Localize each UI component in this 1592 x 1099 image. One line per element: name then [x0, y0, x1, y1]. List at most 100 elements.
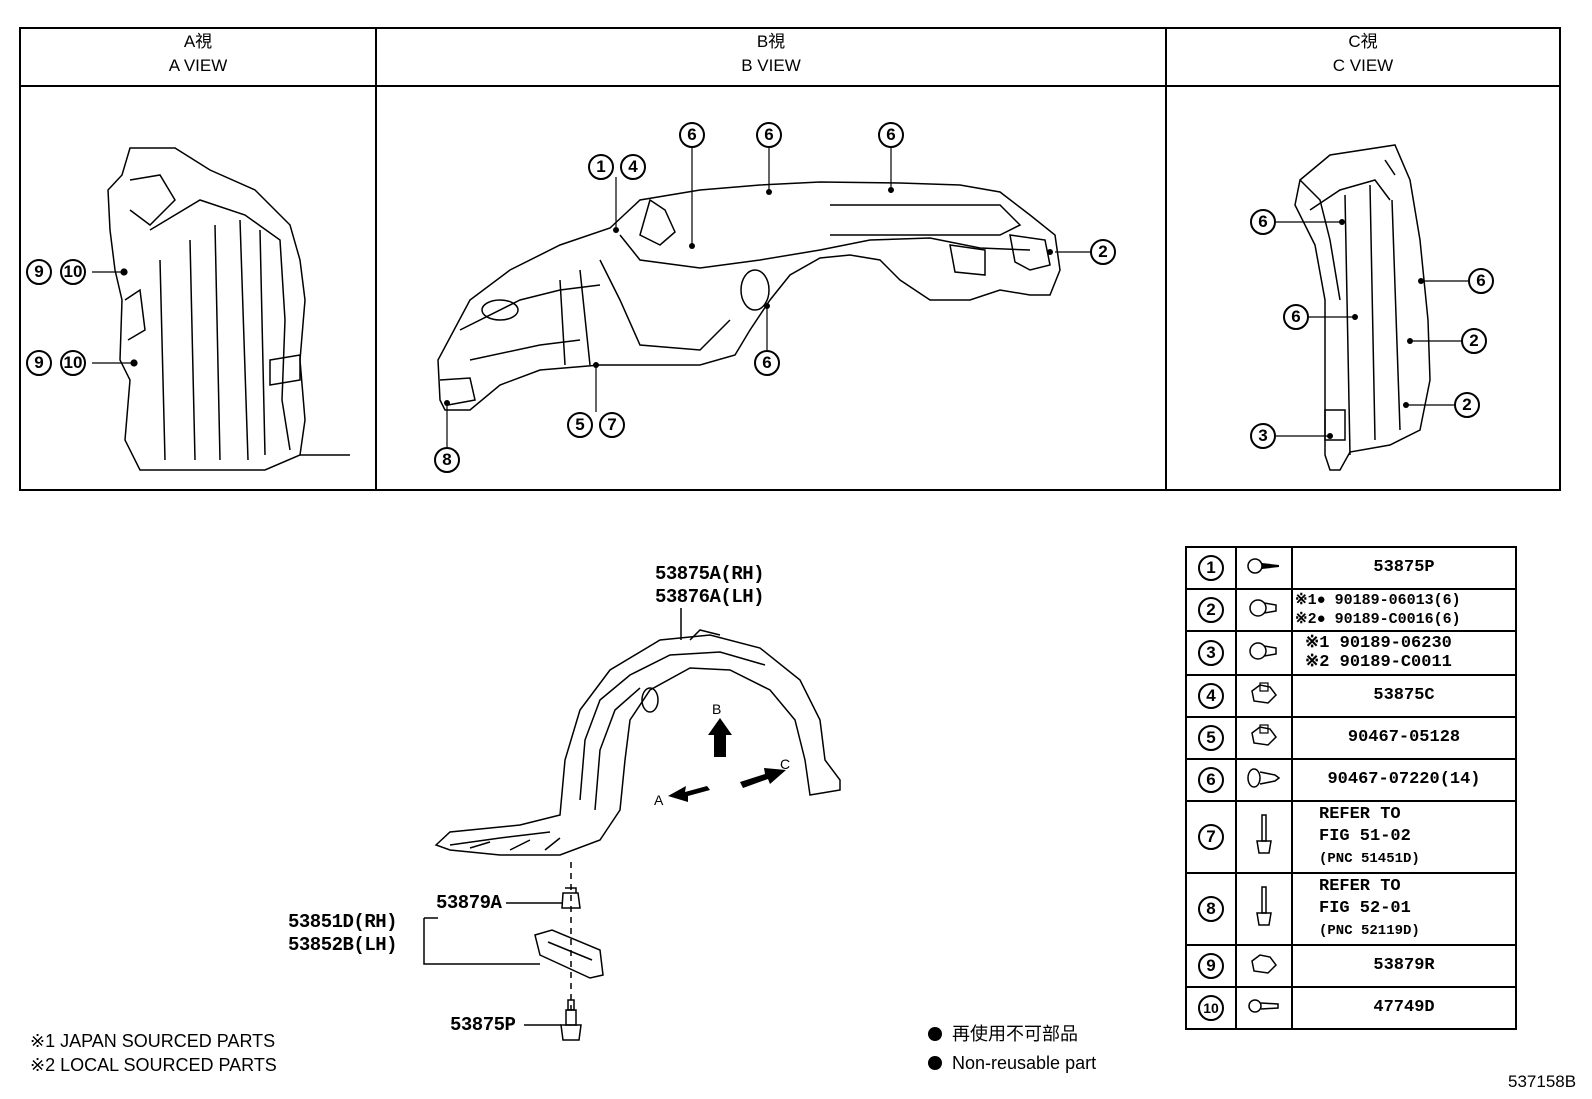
callout-b-6-d: 6: [754, 350, 780, 376]
nut-label: 53879A: [436, 892, 502, 914]
part-number: 90467-07220(14): [1291, 758, 1517, 802]
table-row: 3 ※1 90189-06230 ※2 90189-C0011: [1185, 630, 1517, 676]
callout-b-7: 7: [599, 412, 625, 438]
table-row: 6 90467-07220(14): [1185, 758, 1517, 802]
view-a-jp: A視: [183, 32, 213, 51]
callout-c-3: 3: [1250, 423, 1276, 449]
part-number: 53875C: [1291, 674, 1517, 718]
screw-label: 53875P: [450, 1014, 516, 1036]
callout-a-10-upper: 10: [60, 259, 86, 285]
row-number: 6: [1198, 767, 1224, 793]
callout-c-6-c: 6: [1283, 304, 1309, 330]
rivet-icon: [1248, 998, 1279, 1013]
arrow-a-label: A: [654, 792, 664, 808]
part-number: 53879R: [1291, 944, 1517, 988]
note-japan-sourced: ※1 JAPAN SOURCED PARTS: [30, 1031, 276, 1051]
callout-c-2-b: 2: [1454, 392, 1480, 418]
part-number-japan: ※1 90189-06230: [1305, 634, 1452, 653]
nut-icon: [1251, 953, 1277, 974]
row-number: 4: [1198, 683, 1224, 709]
refer-figure: FIG 52-01: [1319, 899, 1411, 918]
callout-b-5: 5: [567, 412, 593, 438]
arrow-a-icon: [668, 786, 710, 802]
view-b-jp: B視: [756, 32, 786, 51]
callout-b-8: 8: [434, 447, 460, 473]
table-row: 10 47749D: [1185, 986, 1517, 1030]
refer-pnc: (PNC 51451D): [1319, 851, 1420, 867]
refer-line: REFER TO: [1319, 805, 1401, 824]
row-number: 7: [1198, 824, 1224, 850]
bracket-lh-label: 53852B(LH): [288, 934, 398, 956]
part-number-local: ※2 90189-C0011: [1305, 653, 1452, 672]
callout-b-4: 4: [620, 154, 646, 180]
view-c-en: C VIEW: [1332, 56, 1394, 75]
row-number: 10: [1198, 995, 1224, 1021]
view-header-a: A視 A VIEW: [20, 30, 376, 86]
figure-id: 537158B: [1508, 1072, 1577, 1091]
table-row: 7 REFER TO FIG 51-02 (PNC 51451D): [1185, 800, 1517, 874]
view-b-en: B VIEW: [741, 56, 801, 75]
liner-lh-label: 53876A(LH): [655, 586, 765, 608]
non-reusable-dot-icon: [928, 1027, 942, 1041]
nut-icon: [1251, 723, 1277, 746]
part-number-local: ※2● 90189-C0016(6): [1295, 611, 1461, 628]
clip-icon: [1249, 641, 1277, 660]
nut-icon: [1251, 681, 1277, 704]
screw-icon: [1247, 557, 1279, 574]
table-row: 8 REFER TO FIG 52-01 (PNC 52119D): [1185, 872, 1517, 946]
callout-c-2-a: 2: [1461, 328, 1487, 354]
table-row: 1 53875P: [1185, 546, 1517, 590]
note-local-sourced: ※2 LOCAL SOURCED PARTS: [30, 1055, 277, 1075]
callout-b-6-c: 6: [878, 122, 904, 148]
arrow-c-icon: [740, 768, 786, 788]
view-c-jp: C視: [1348, 32, 1378, 51]
table-row: 9 53879R: [1185, 944, 1517, 988]
row-number: 1: [1198, 555, 1224, 581]
view-header-c: C視 C VIEW: [1166, 30, 1560, 86]
arrow-c-label: C: [780, 756, 791, 772]
table-row: 2 ※1● 90189-06013(6) ※2● 90189-C0016(6): [1185, 588, 1517, 632]
bracket-rh-label: 53851D(RH): [288, 911, 398, 933]
row-number: 2: [1198, 597, 1224, 623]
non-reusable-dot-icon-2: [928, 1056, 942, 1070]
bolt-icon: [1256, 885, 1272, 926]
row-number: 5: [1198, 725, 1224, 751]
push-clip-icon: [1247, 767, 1281, 788]
clip-icon: [1249, 598, 1277, 617]
refer-line: REFER TO: [1319, 877, 1401, 896]
bolt-icon: [1256, 813, 1272, 854]
refer-figure: FIG 51-02: [1319, 827, 1411, 846]
callout-a-9-lower: 9: [26, 350, 52, 376]
row-number: 9: [1198, 953, 1224, 979]
callout-b-6-b: 6: [756, 122, 782, 148]
row-number: 8: [1198, 896, 1224, 922]
view-a-en: A VIEW: [168, 56, 228, 75]
callout-b-2: 2: [1090, 239, 1116, 265]
non-reusable-jp: 再使用不可部品: [952, 1024, 1078, 1044]
parts-table: 1 53875P 2 ※1● 90189-06013(6) ※2● 90189-…: [1185, 546, 1517, 1030]
callout-b-1: 1: [588, 154, 614, 180]
arrow-b-label: B: [712, 701, 722, 717]
callout-a-9-upper: 9: [26, 259, 52, 285]
part-number-japan: ※1● 90189-06013(6): [1295, 592, 1461, 609]
part-number: 53875P: [1291, 546, 1517, 590]
view-header-b: B視 B VIEW: [376, 30, 1166, 86]
table-row: 5 90467-05128: [1185, 716, 1517, 760]
refer-pnc: (PNC 52119D): [1319, 923, 1420, 939]
callout-a-10-lower: 10: [60, 350, 86, 376]
part-number: 47749D: [1291, 986, 1517, 1030]
liner-rh-label: 53875A(RH): [655, 563, 765, 585]
part-number: 90467-05128: [1291, 716, 1517, 760]
non-reusable-en: Non-reusable part: [952, 1053, 1097, 1073]
arrow-b-icon: [708, 718, 732, 757]
row-number: 3: [1198, 640, 1224, 666]
callout-c-6-a: 6: [1250, 209, 1276, 235]
table-row: 4 53875C: [1185, 674, 1517, 718]
callout-b-6-a: 6: [679, 122, 705, 148]
callout-c-6-b: 6: [1468, 268, 1494, 294]
